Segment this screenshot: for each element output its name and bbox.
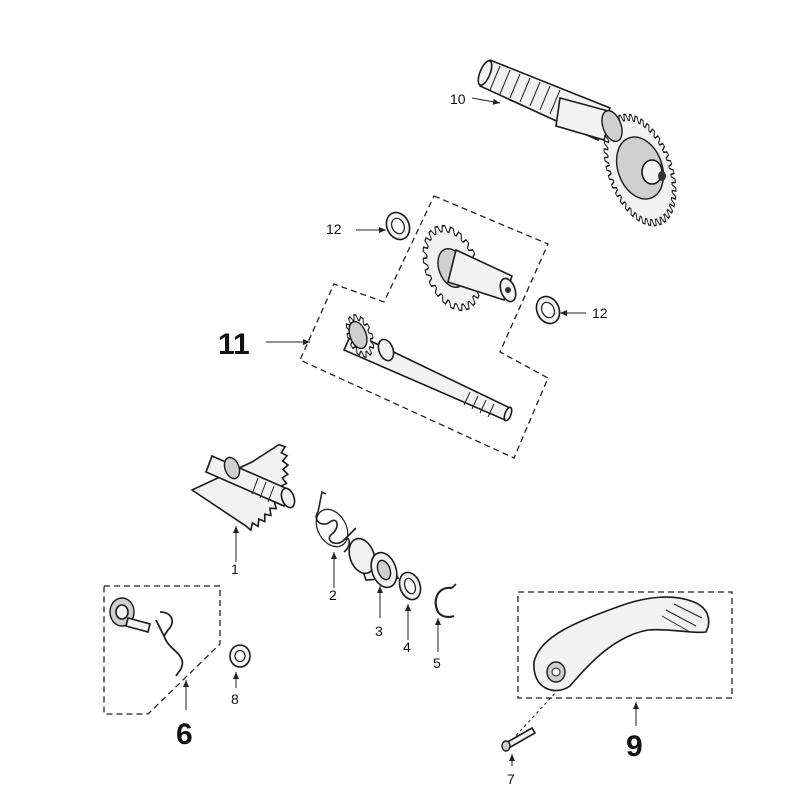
assembly-6-pawl bbox=[103, 585, 221, 715]
part-12-washer-upper bbox=[385, 211, 411, 241]
callout-5: 5 bbox=[433, 655, 441, 671]
callout-10: 10 bbox=[450, 91, 466, 107]
part-2-return-spring bbox=[315, 490, 357, 553]
callout-12-upper: 12 bbox=[326, 221, 342, 237]
callout-11: 11 bbox=[218, 328, 250, 361]
callout-7: 7 bbox=[507, 771, 515, 787]
callout-2: 2 bbox=[329, 587, 337, 603]
callout-9: 9 bbox=[626, 730, 643, 763]
part-8-washer bbox=[229, 644, 251, 668]
part-10-main-shaft bbox=[477, 58, 677, 227]
callout-8: 8 bbox=[231, 691, 239, 707]
assembly-9-kick-lever bbox=[517, 591, 733, 699]
leader-lines bbox=[183, 97, 639, 766]
part-4-washer bbox=[398, 571, 422, 601]
callout-6: 6 bbox=[176, 718, 193, 751]
callout-3: 3 bbox=[375, 623, 383, 639]
callout-12-lower: 12 bbox=[592, 305, 608, 321]
assembly-11-outline bbox=[299, 195, 549, 459]
callout-4: 4 bbox=[403, 639, 411, 655]
part-5-circlip bbox=[434, 583, 457, 619]
part-7-bolt bbox=[501, 726, 537, 752]
part-12-washer-lower bbox=[535, 295, 561, 325]
part-1-kickstart-shaft bbox=[190, 443, 296, 532]
assembly-6-outline bbox=[103, 585, 221, 715]
callout-1: 1 bbox=[231, 561, 239, 577]
assembly-9-outline bbox=[517, 591, 733, 699]
part-3-bushing bbox=[348, 537, 400, 589]
assembly-11-countershaft bbox=[299, 195, 549, 459]
